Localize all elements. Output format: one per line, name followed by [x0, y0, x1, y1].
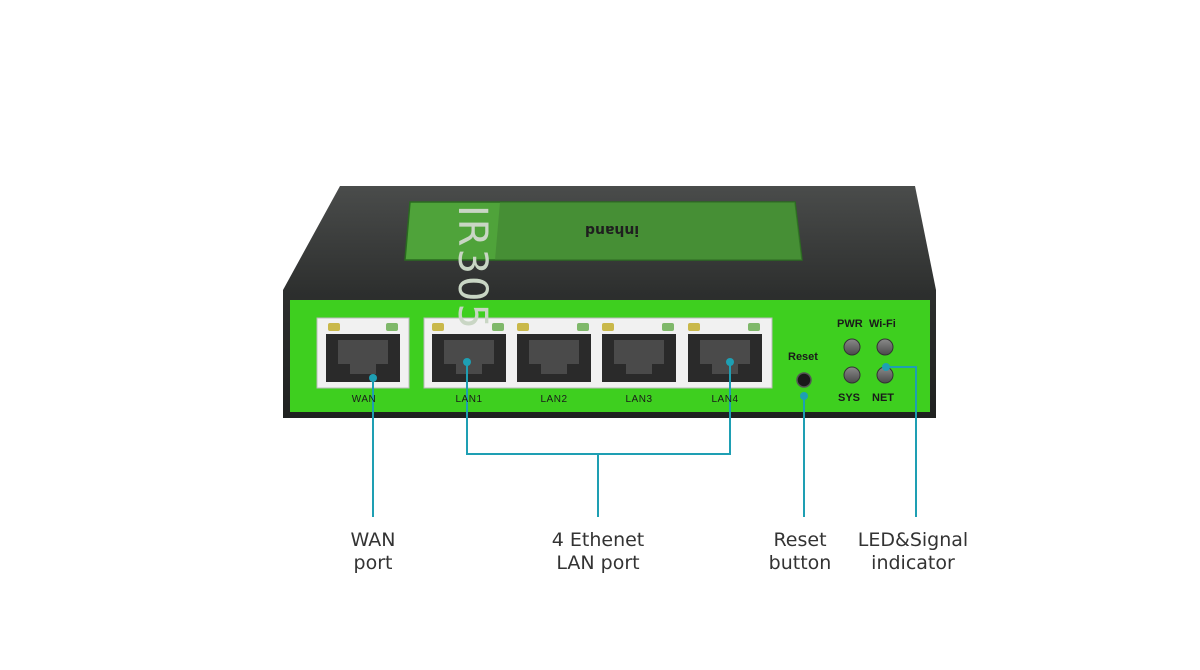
- wan-callout: WAN port: [323, 529, 423, 575]
- reset-callout-line1: Reset: [773, 529, 827, 551]
- lan-callout-line2: LAN port: [556, 552, 640, 574]
- lan-callout-line: [466, 362, 731, 517]
- led-callout-line: [886, 366, 917, 517]
- net-led-label: NET: [872, 392, 894, 404]
- pwr-led: [843, 338, 861, 356]
- wan-port: [316, 317, 410, 389]
- lan1-port-label: LAN1: [455, 394, 483, 405]
- top-label-dark: [495, 202, 802, 260]
- led-callout-line2: indicator: [871, 552, 955, 574]
- lan3-port: [602, 323, 676, 382]
- callout-dots: [369, 358, 890, 400]
- sys-led: [843, 366, 861, 384]
- lan-callout: 4 Ethenet LAN port: [518, 529, 678, 575]
- wifi-led: [876, 338, 894, 356]
- reset-button-hole: [796, 372, 812, 388]
- callout-lines: [372, 362, 917, 517]
- lan1-port: [432, 323, 506, 382]
- reset-callout-line2: button: [768, 552, 832, 574]
- reset-callout: Reset button: [750, 529, 850, 575]
- lan-callout-line1: 4 Ethenet: [551, 529, 645, 551]
- model-name: IR305: [449, 205, 495, 331]
- wan-callout-line1: WAN: [350, 529, 396, 551]
- wan-callout-line2: port: [353, 552, 393, 574]
- lan4-port-label: LAN4: [711, 394, 739, 405]
- wan-port-label: WAN: [351, 394, 377, 405]
- lan3-port-label: LAN3: [625, 394, 653, 405]
- lan4-port: [688, 323, 762, 382]
- lan2-port: [517, 323, 591, 382]
- brand-logo-text: inhand: [585, 222, 640, 238]
- lan2-port-label: LAN2: [540, 394, 568, 405]
- sys-led-label: SYS: [838, 392, 861, 404]
- wifi-led-label: Wi-Fi: [869, 318, 896, 330]
- pwr-led-label: PWR: [837, 318, 863, 330]
- led-callout-line1: LED&Signal: [857, 529, 969, 551]
- led-callout: LED&Signal indicator: [843, 529, 983, 575]
- reset-label: Reset: [788, 351, 818, 363]
